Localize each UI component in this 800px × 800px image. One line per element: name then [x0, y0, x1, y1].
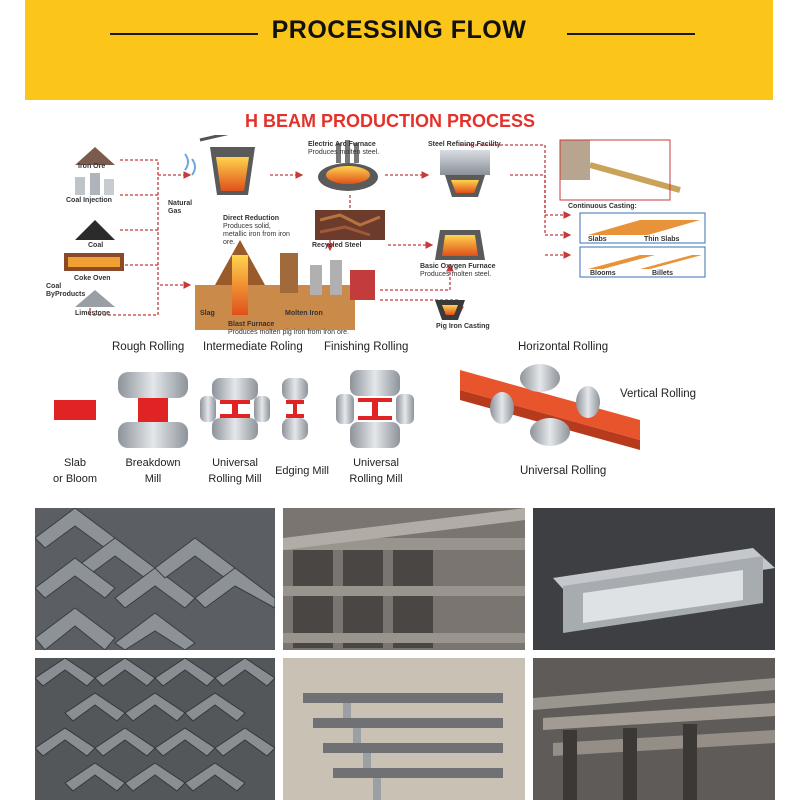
steel-refining-icon [440, 150, 490, 197]
natural-gas-label: Natural Gas [168, 200, 193, 215]
slab-caption: Slab or Bloom [45, 455, 105, 487]
coal-injection-icon [75, 173, 114, 195]
direct-reduction-furnace-icon [199, 135, 255, 195]
blooms-label: Blooms [590, 270, 616, 277]
electric-arc-furnace-icon [318, 140, 378, 191]
universal-rolling-stand-icon [460, 364, 640, 450]
slabs-label: Slabs [588, 236, 607, 243]
universal-mill-a-caption: Universal Rolling Mill [197, 455, 273, 487]
process-flow-svg [64, 135, 706, 330]
product-photo-grid [35, 508, 775, 800]
basic-oxygen-note: Produces molten steel. [420, 271, 492, 278]
slab-caption-line2: or Bloom [52, 473, 98, 485]
universal-a-caption-line1: Universal [212, 457, 258, 469]
production-diagram: H BEAM PRODUCTION PROCESS [40, 105, 740, 500]
coke-oven-icon [64, 253, 124, 271]
blast-furnace-label: Blast Furnace [228, 321, 275, 328]
rough-rolling-label: Rough Rolling [112, 341, 185, 353]
h-beam-yard-photo [533, 658, 775, 800]
molten-iron-label: Molten Iron [285, 310, 323, 317]
continuous-casting-icon [559, 139, 681, 201]
slab-products-icon [579, 212, 706, 244]
h-beam-photo [283, 508, 525, 650]
universal-mill-a-icon [200, 378, 270, 440]
blast-furnace-icon [195, 240, 375, 330]
intermediate-rolling-label: Intermediate Roling [203, 341, 303, 353]
limestone-label: Limestone [75, 310, 111, 317]
breakdown-mill-caption: Breakdown Mill [118, 455, 188, 487]
basic-oxygen-furnace-label: Basic Oxygen Furnace [420, 263, 496, 270]
coal-injection-label: Coal Injection [66, 197, 112, 204]
electric-arc-furnace-label: Electric Arc Furnace [308, 141, 376, 148]
bloom-products-icon [579, 246, 706, 278]
slag-label: Slag [200, 310, 215, 317]
universal-b-caption-line2: Rolling Mill [349, 473, 403, 485]
i-beam-photo [283, 658, 525, 800]
universal-b-caption-line1: Universal [353, 457, 399, 469]
edging-mill-icon [282, 378, 308, 440]
recycled-steel-label: Recycled Steel [312, 242, 362, 249]
angle-bundle-photo [35, 658, 275, 800]
header-banner: PROCESSING FLOW [25, 0, 773, 100]
breakdown-caption-line1: Breakdown [125, 457, 181, 469]
natural-gas-icon [184, 153, 196, 176]
universal-mill-b-caption: Universal Rolling Mill [338, 455, 414, 487]
coke-oven-label: Coke Oven [74, 275, 111, 282]
universal-rolling-label: Universal Rolling [520, 465, 607, 477]
basic-oxygen-furnace-icon [435, 230, 485, 260]
direct-reduction-label: Direct Reduction [223, 215, 280, 222]
channel-steel-photo [533, 508, 775, 650]
breakdown-caption-line2: Mill [144, 473, 162, 485]
steel-refining-label: Steel Refining Facility [428, 141, 501, 148]
electric-arc-note: Produces molten steel. [308, 149, 380, 156]
coal-byproducts-label: Coal ByProducts [46, 283, 86, 298]
page-title: PROCESSING FLOW [271, 16, 527, 44]
continuous-casting-label: Continuous Casting: [568, 203, 637, 210]
rolling-mills-svg [54, 364, 640, 450]
breakdown-mill-icon [118, 372, 188, 448]
universal-a-caption-line2: Rolling Mill [208, 473, 262, 485]
universal-mill-b-icon [336, 370, 414, 448]
pig-iron-casting-label: Pig Iron Casting [436, 323, 490, 330]
coal-label: Coal [88, 242, 104, 249]
coal-pile-icon [75, 220, 115, 240]
slab-icon [54, 400, 96, 420]
horizontal-rolling-label: Horizontal Rolling [518, 341, 609, 353]
iron-ore-label: Iron Ore [78, 163, 106, 170]
title-rule-left [110, 33, 258, 35]
limestone-pile-icon [75, 290, 115, 307]
billets-label: Billets [652, 270, 674, 277]
edging-mill-caption: Edging Mill [275, 465, 329, 477]
finishing-rolling-label: Finishing Rolling [324, 341, 409, 353]
pig-iron-casting-icon [435, 300, 465, 320]
angle-steel-photo [35, 508, 275, 650]
recycled-steel-icon [315, 210, 385, 240]
thin-slabs-label: Thin Slabs [644, 236, 680, 243]
direct-reduction-note: Produces solid, metallic iron from iron … [223, 223, 290, 246]
vertical-rolling-label: Vertical Rolling [620, 388, 697, 400]
title-rule-right [567, 33, 695, 35]
process-title: H BEAM PRODUCTION PROCESS [244, 111, 536, 131]
slab-caption-line1: Slab [63, 457, 87, 469]
iron-ore-pile-icon [75, 147, 115, 165]
blast-furnace-note: Produces molten pig iron from iron ore. [228, 329, 349, 336]
